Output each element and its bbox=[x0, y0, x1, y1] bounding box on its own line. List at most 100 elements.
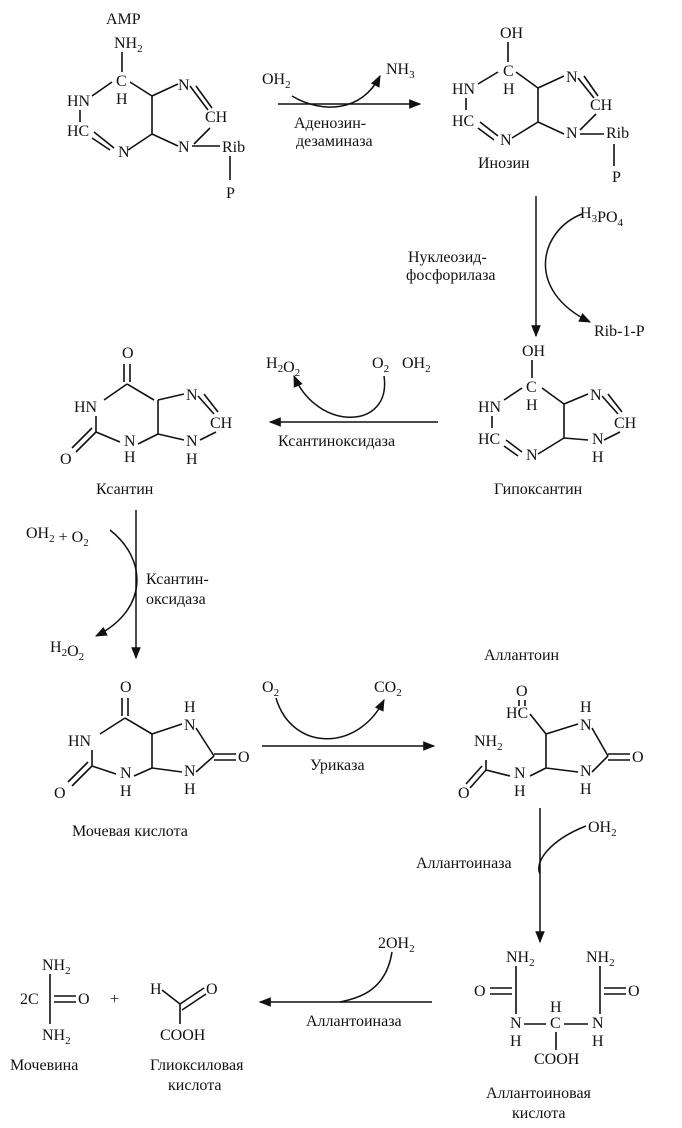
r2-substrate: H3PO4 bbox=[580, 205, 624, 229]
hypoxanthine-hc2: HC bbox=[478, 431, 500, 448]
reaction-2: H3PO4 Rib-1-P Нуклеозид- фосфорилаза bbox=[406, 196, 645, 340]
r3-enzyme: Ксантиноксидаза bbox=[278, 433, 395, 450]
r5-substrate: O2 bbox=[262, 679, 279, 699]
reaction-6: OH2 Аллантоиназа bbox=[416, 808, 617, 944]
r7-substrate: 2OH2 bbox=[378, 935, 415, 955]
amp-rib: Rib bbox=[222, 139, 245, 156]
urea-structure: NH2 2C O NH2 Мочевина bbox=[10, 957, 90, 1074]
r1-enzyme-line2: дезаминаза bbox=[296, 133, 373, 150]
uric-acid-o8: O bbox=[238, 749, 250, 766]
allantoin-structure: Аллантоин O HC NH2 O N H H N O N H bbox=[458, 647, 644, 802]
allantoic-acid-nha: N bbox=[510, 1015, 522, 1032]
xanthine-c8: CH bbox=[210, 415, 233, 432]
amp-n9: N bbox=[178, 139, 190, 156]
xanthine-h3: H bbox=[124, 449, 136, 466]
inosine-title: Инозин bbox=[478, 155, 530, 172]
inosine-bonds bbox=[465, 42, 615, 166]
allantoic-acid-c: C bbox=[550, 1015, 561, 1032]
inosine-c8: CH bbox=[590, 97, 613, 114]
urea-coefficient-c: 2C bbox=[20, 991, 39, 1008]
inosine-n7: N bbox=[566, 69, 578, 86]
r3-product: H2O2 bbox=[266, 355, 300, 379]
inosine-p: P bbox=[612, 169, 621, 186]
xanthine-n3: N bbox=[124, 433, 136, 450]
allantoic-acid-hc: H bbox=[550, 999, 562, 1016]
uric-acid-h9: H bbox=[184, 781, 196, 798]
r2-enzyme-line1: Нуклеозид- bbox=[408, 249, 487, 266]
r2-side-arrow bbox=[544, 213, 592, 323]
glyoxylic-acid-cooh: COOH bbox=[160, 1027, 206, 1044]
allantoin-o8: O bbox=[632, 749, 644, 766]
allantoic-acid-structure: NH2 NH2 O O N H C H N H COOH Аллантоинов… bbox=[474, 949, 640, 1122]
plus-sign: + bbox=[110, 991, 119, 1008]
allantoic-acid-title-line1: Аллантоиновая bbox=[486, 1085, 592, 1102]
hypoxanthine-n3: N bbox=[526, 447, 538, 464]
uric-acid-title: Мочевая кислота bbox=[72, 823, 188, 840]
xanthine-o6: O bbox=[122, 345, 134, 362]
allantoic-acid-hb: H bbox=[592, 1033, 604, 1050]
r3-side-arrow bbox=[293, 374, 386, 418]
r3-substrate-b: OH2 bbox=[402, 355, 431, 375]
uric-acid-hn1: HN bbox=[68, 733, 92, 750]
xanthine-title: Ксантин bbox=[96, 481, 154, 498]
hypoxanthine-n9: N bbox=[592, 431, 604, 448]
amp-n7: N bbox=[178, 77, 190, 94]
reaction-5: O2 CO2 Уриказа bbox=[262, 679, 436, 774]
uric-acid-n9: N bbox=[184, 763, 196, 780]
uric-acid-o6: O bbox=[120, 679, 132, 696]
r2-enzyme-line2: фосфорилаза bbox=[406, 267, 496, 284]
uric-acid-structure: O HN O N H H N O N H Мочевая кислота bbox=[54, 679, 250, 840]
r7-enzyme: Аллантоиназа bbox=[306, 1013, 402, 1030]
r4-enzyme-line1: Ксантин- bbox=[146, 571, 209, 588]
r4-enzyme-line2: оксидаза bbox=[146, 591, 206, 608]
allantoin-n3: N bbox=[514, 765, 526, 782]
amp-c6: C bbox=[116, 73, 127, 90]
allantoin-h9: H bbox=[580, 781, 592, 798]
glyoxylic-acid-title-line2: кислота bbox=[168, 1077, 222, 1094]
glyoxylic-acid-h: H bbox=[150, 981, 162, 998]
r1-side-arrow bbox=[291, 74, 381, 108]
amp-nh2: NH2 bbox=[114, 35, 143, 55]
allantoin-o2: O bbox=[458, 785, 470, 802]
uric-acid-o2: O bbox=[54, 785, 66, 802]
hypoxanthine-structure: OH C H HN HC N N CH N H Гипоксантин bbox=[478, 343, 637, 498]
reaction-4: OH2 + O2 H2O2 Ксантин- оксидаза bbox=[26, 510, 209, 663]
allantoin-bonds bbox=[465, 700, 630, 789]
allantoic-acid-ha: H bbox=[510, 1033, 522, 1050]
hypoxanthine-bonds bbox=[491, 360, 623, 457]
r4-substrate: OH2 + O2 bbox=[26, 525, 89, 549]
allantoic-acid-title-line2: кислота bbox=[512, 1105, 566, 1122]
reaction-7: 2OH2 Аллантоиназа bbox=[258, 935, 432, 1030]
allantoic-acid-nh2b: NH2 bbox=[586, 949, 615, 969]
r2-product: Rib-1-P bbox=[594, 323, 645, 340]
inosine-n3: N bbox=[500, 132, 512, 149]
amp-hc2: HC bbox=[67, 123, 89, 140]
amp-n3: N bbox=[118, 144, 130, 161]
xanthine-n9: N bbox=[186, 433, 198, 450]
allantoic-acid-oa: O bbox=[474, 983, 486, 1000]
r6-side-arrow bbox=[538, 825, 587, 875]
allantoin-n7: N bbox=[580, 717, 592, 734]
amp-h6: H bbox=[116, 91, 128, 108]
urea-bonds bbox=[49, 974, 76, 1024]
hypoxanthine-oh: OH bbox=[522, 343, 546, 360]
r5-enzyme: Уриказа bbox=[310, 757, 365, 774]
allantoin-hc: HC bbox=[506, 705, 528, 722]
uric-acid-n3: N bbox=[120, 765, 132, 782]
allantoic-acid-nh2a: NH2 bbox=[506, 949, 535, 969]
amp-p: P bbox=[226, 185, 235, 202]
hypoxanthine-n7: N bbox=[590, 387, 602, 404]
hypoxanthine-h9: H bbox=[592, 449, 604, 466]
xanthine-o2: O bbox=[60, 451, 72, 468]
allantoin-title: Аллантоин bbox=[484, 647, 560, 664]
inosine-c6: C bbox=[503, 63, 514, 80]
xanthine-n7: N bbox=[186, 387, 198, 404]
urea-nh2a: NH2 bbox=[42, 957, 71, 977]
allantoic-acid-nhb: N bbox=[592, 1015, 604, 1032]
inosine-rib: Rib bbox=[606, 125, 629, 142]
r1-enzyme-line1: Аденозин- bbox=[294, 115, 366, 132]
allantoin-n7h: H bbox=[580, 699, 592, 716]
amp-title: AMP bbox=[106, 11, 141, 28]
allantoin-nh2: NH2 bbox=[474, 733, 503, 753]
